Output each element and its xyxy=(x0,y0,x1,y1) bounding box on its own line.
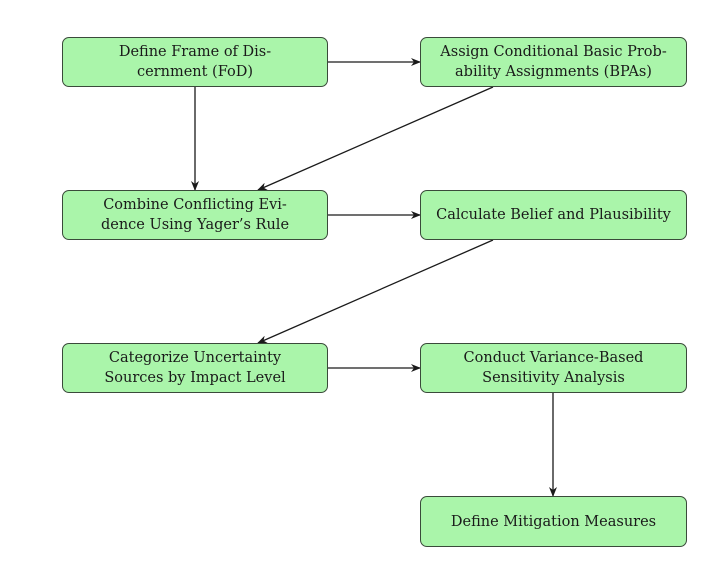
edge-belief-to-categorize xyxy=(257,239,494,344)
node-assign-bpas: Assign Conditional Basic Prob- ability A… xyxy=(420,37,687,87)
node-sensitivity-analysis: Conduct Variance-Based Sensitivity Analy… xyxy=(420,343,687,393)
node-text-line: ability Assignments (BPAs) xyxy=(455,64,652,80)
node-calculate-belief-plausibility: Calculate Belief and Plausibility xyxy=(420,190,687,240)
node-text-line: Sources by Impact Level xyxy=(104,370,286,386)
node-categorize-uncertainty: Categorize Uncertainty Sources by Impact… xyxy=(62,343,328,393)
node-text-line: Define Frame of Dis- xyxy=(118,44,272,60)
node-text-line: Conduct Variance-Based xyxy=(463,350,644,366)
node-define-frame-of-discernment: Define Frame of Dis- cernment (FoD) xyxy=(62,37,328,87)
node-text-line: Define Mitigation Measures xyxy=(450,513,657,530)
node-text-line: Assign Conditional Basic Prob- xyxy=(440,44,667,60)
node-text-line: cernment (FoD) xyxy=(136,64,253,80)
node-text-line: Categorize Uncertainty xyxy=(108,350,282,366)
node-text-line: dence Using Yager’s Rule xyxy=(100,217,290,233)
node-text-line: Sensitivity Analysis xyxy=(482,370,625,386)
node-combine-evidence-yager: Combine Conflicting Evi- dence Using Yag… xyxy=(62,190,328,240)
edge-bpa-to-yager xyxy=(257,86,494,191)
node-define-mitigation-measures: Define Mitigation Measures xyxy=(420,496,687,547)
node-text-line: Combine Conflicting Evi- xyxy=(103,197,287,213)
node-text-line: Calculate Belief and Plausibility xyxy=(436,207,671,223)
